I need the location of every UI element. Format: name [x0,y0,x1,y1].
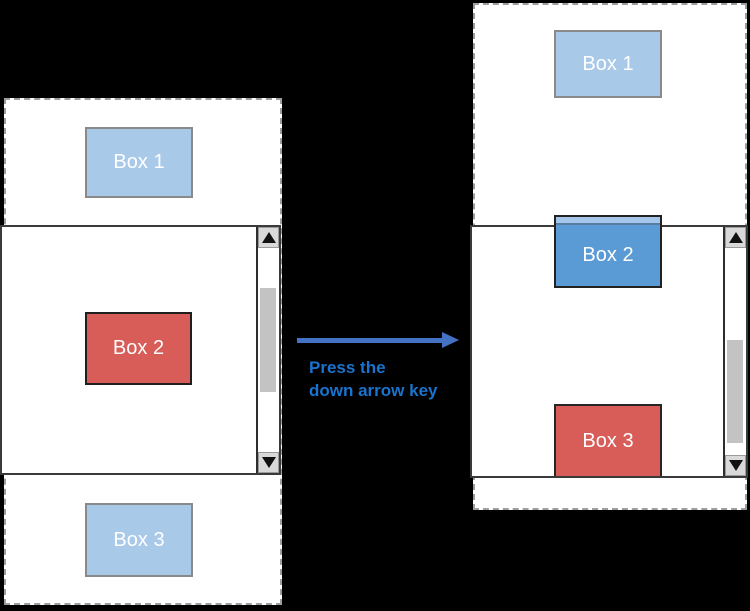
down-arrow-icon [728,460,743,471]
box-label: Box 3 [582,429,634,452]
box2-after-focused: Box 2 [554,215,662,288]
transition-caption: Press the down arrow key [309,356,469,402]
scroll-up-button[interactable] [725,227,746,248]
down-arrow-icon [261,457,276,468]
scrollbar-thumb[interactable] [727,340,743,443]
scroll-down-button[interactable] [258,452,279,473]
box1-after: Box 1 [554,30,662,98]
up-arrow-icon [728,232,743,243]
arrow-shaft [297,338,442,343]
caption-line-1: Press the [309,358,386,377]
box3-before: Box 3 [85,503,193,577]
box-label: Box 2 [582,244,634,266]
box1-before: Box 1 [85,127,193,198]
box-label: Box 1 [582,52,634,75]
scroll-up-button[interactable] [258,227,279,248]
scroll-down-button[interactable] [725,455,746,476]
box-label: Box 1 [113,151,165,173]
box3-after: Box 3 [554,404,662,476]
scrollbar-thumb[interactable] [260,288,276,392]
right-arrow-icon [297,332,459,348]
box-label: Box 2 [112,337,165,359]
box2-clipped-portion [556,217,660,225]
box2-before-focused: Box 2 [85,312,192,385]
up-arrow-icon [261,232,276,243]
arrow-head [442,332,459,348]
scrollbar-after[interactable] [723,227,746,476]
scrollbar-before[interactable] [256,227,279,473]
caption-line-2: down arrow key [309,381,438,400]
box-label: Box 3 [113,528,165,551]
